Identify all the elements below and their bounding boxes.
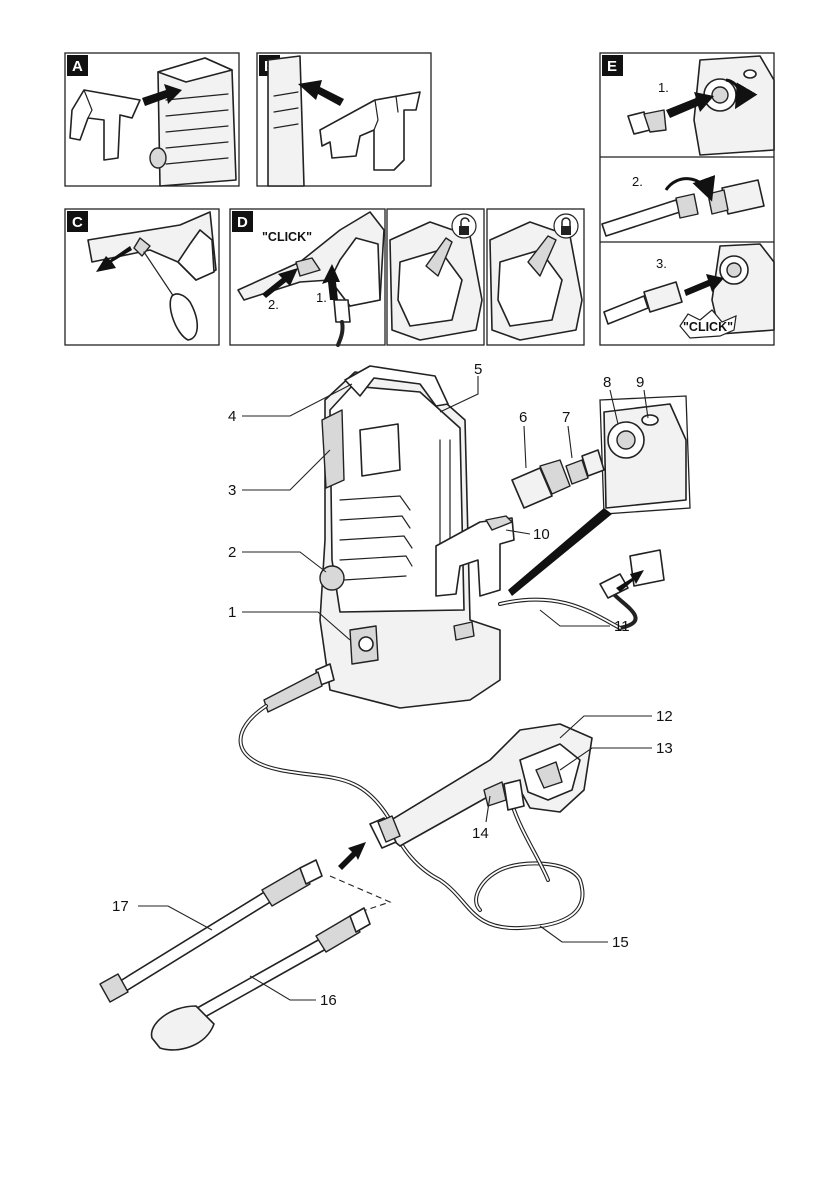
callout-5: 5 — [474, 361, 482, 378]
callout-7: 7 — [562, 409, 570, 426]
step-d2: 2. — [268, 297, 279, 312]
panel-d: D "CLICK" 2. 1. — [230, 209, 385, 345]
callout-4: 4 — [228, 408, 236, 425]
padlock-open-icon — [452, 214, 476, 238]
callout-3: 3 — [228, 482, 236, 499]
panel-c-label: C — [72, 214, 83, 231]
panel-d-label: D — [237, 214, 248, 231]
callout-13: 13 — [656, 740, 673, 757]
coupling-holder — [642, 415, 658, 425]
callout-9: 9 — [636, 374, 644, 391]
callout-17: 17 — [112, 898, 129, 915]
panel-a: A — [65, 53, 239, 186]
step-d1: 1. — [316, 290, 327, 305]
hose-connector — [264, 672, 322, 712]
callout-12: 12 — [656, 708, 673, 725]
callout-15: 15 — [612, 934, 629, 951]
callout-11: 11 — [614, 618, 630, 635]
step-e3: 3. — [656, 256, 667, 271]
panel-b: B — [257, 53, 431, 186]
callout-8: 8 — [603, 374, 611, 391]
click-text: "CLICK" — [262, 230, 312, 244]
callout-6: 6 — [519, 409, 527, 426]
panel-c: C — [65, 209, 219, 345]
callout-14: 14 — [472, 825, 489, 842]
step-e1: 1. — [658, 80, 669, 95]
panel-a-label: A — [72, 58, 83, 75]
padlock-closed-icon — [554, 214, 578, 238]
callout-1: 1 — [228, 604, 236, 621]
click-text-e: "CLICK" — [683, 320, 733, 334]
panel-d-lock — [487, 209, 584, 345]
panel-e-label: E — [607, 58, 617, 75]
main-illustration — [100, 366, 690, 1050]
panel-e: E 1. 2. 3. "CLICK" — [600, 53, 774, 345]
panel-d-unlock — [387, 209, 484, 345]
callout-16: 16 — [320, 992, 337, 1009]
callout-2: 2 — [228, 544, 236, 561]
step-e2: 2. — [632, 174, 643, 189]
callout-10: 10 — [533, 526, 550, 543]
